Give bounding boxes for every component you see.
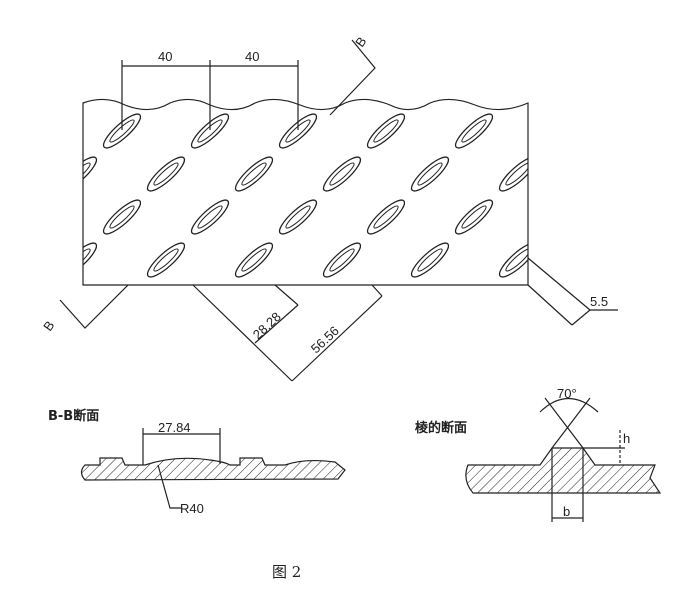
section-bb-radius: R40: [180, 501, 204, 516]
section-mark-top: B: [352, 34, 369, 50]
rib: [498, 156, 528, 192]
rib: [583, 239, 628, 282]
rib: [278, 199, 318, 235]
rib: [11, 282, 56, 325]
rib: [539, 282, 584, 325]
rib: [83, 242, 98, 278]
rib: [11, 110, 56, 153]
rib: [363, 24, 408, 67]
rib: [627, 282, 672, 325]
pitch-dim-2: 40: [245, 49, 259, 64]
rib: [498, 242, 528, 278]
rib: [451, 282, 496, 325]
rib: [539, 24, 584, 67]
rib-section-title: 棱的断面: [415, 420, 467, 436]
rib: [146, 156, 186, 192]
rib: [187, 282, 232, 325]
rib: [11, 24, 56, 67]
rib: [278, 113, 318, 149]
section-bb: B-B断面 27.84 R40: [48, 408, 346, 516]
rib: [366, 113, 406, 149]
rib: [410, 242, 450, 278]
rib-section-profile: [465, 447, 662, 494]
pitch-dim-1: 40: [158, 49, 172, 64]
section-mark-bottom: B: [40, 318, 57, 334]
rib-angle: 70°: [557, 386, 577, 401]
rib: [234, 242, 274, 278]
rib: [498, 99, 528, 106]
section-line-top: [329, 39, 376, 116]
rib: [99, 282, 144, 325]
rib: [275, 24, 320, 67]
section-bb-profile: [80, 457, 346, 481]
rib: [102, 199, 142, 235]
rib-height-label: h: [623, 431, 630, 446]
rib: [454, 199, 494, 235]
rib: [583, 153, 628, 196]
rib: [627, 110, 672, 153]
rib: [366, 199, 406, 235]
rib: [234, 156, 274, 192]
rib: [363, 282, 408, 325]
rib: [322, 242, 362, 278]
rib: [539, 110, 584, 153]
rib: [451, 24, 496, 67]
rib: [234, 99, 274, 106]
rib: [99, 24, 144, 67]
rib: [539, 196, 584, 239]
section-line-bottom: [59, 284, 129, 329]
rib: [83, 156, 98, 192]
rib-width-dim: 5.5: [590, 294, 608, 309]
plate-outline: [82, 98, 529, 286]
rib: [583, 67, 628, 110]
rib-section: 棱的断面 70° h b: [415, 386, 662, 522]
rib: [102, 113, 142, 149]
rib: [146, 99, 186, 106]
rib: [146, 242, 186, 278]
figure-caption: 图 2: [272, 563, 301, 581]
diagonal-dimensions: 28.28 56.56: [192, 284, 383, 382]
diag-dim-1: 28.28: [250, 309, 284, 342]
rib-width-dimension: 5.5: [527, 257, 618, 326]
diag-dim-2: 56.56: [308, 323, 342, 356]
section-bb-title: B-B断面: [48, 408, 99, 424]
rib: [275, 282, 320, 325]
rib: [322, 156, 362, 192]
rib: [410, 156, 450, 192]
rib: [0, 67, 13, 110]
rib-pattern: [0, 24, 672, 325]
rib: [11, 196, 56, 239]
rib: [190, 113, 230, 149]
section-bb-width-dim: 27.84: [158, 420, 191, 435]
rib: [187, 24, 232, 67]
pitch-dimension: 40 40: [121, 49, 299, 130]
rib: [627, 24, 672, 67]
rib: [83, 99, 98, 106]
rib: [454, 113, 494, 149]
rib: [190, 199, 230, 235]
rib: [0, 153, 13, 196]
rib: [627, 196, 672, 239]
rib: [0, 239, 13, 282]
angle-arc: [539, 398, 599, 413]
rib-width-label: b: [563, 504, 570, 519]
plan-view: 40 40 B B 28.28 56.56 5.5: [0, 24, 672, 382]
